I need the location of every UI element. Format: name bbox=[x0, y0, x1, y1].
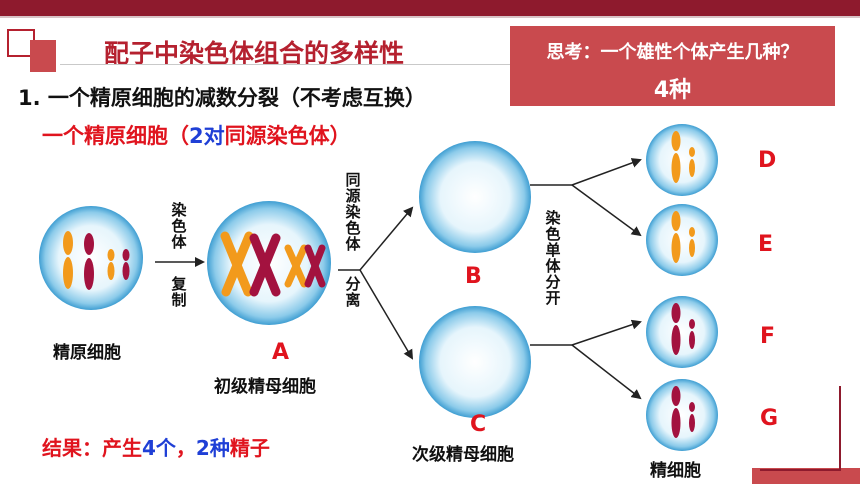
spermatogonium-cell bbox=[39, 206, 143, 310]
sperm-letter-d: D bbox=[758, 148, 777, 173]
replicated-chromosome-long-maroon bbox=[249, 233, 281, 297]
homolog-separation-arrows bbox=[338, 206, 414, 360]
chromosome-short-maroon bbox=[122, 249, 130, 280]
secondary-spermatocyte-b-cell bbox=[419, 141, 531, 253]
result-num1: 4个 bbox=[142, 436, 176, 460]
primary-spermatocyte-cell bbox=[207, 201, 331, 325]
chromosome-long-maroon bbox=[84, 233, 94, 290]
replicate-label-bottom: 复制 bbox=[171, 275, 187, 309]
subtitle-num: 2对 bbox=[189, 124, 225, 148]
sperm-label: 精细胞 bbox=[650, 461, 701, 481]
sperm-cell-g bbox=[646, 379, 718, 451]
sperm-cell-e bbox=[646, 204, 718, 276]
replicated-chromosome-long-orange bbox=[220, 231, 254, 297]
sister-separation-arrows-c bbox=[530, 319, 642, 400]
question-text: 思考：一个雄性个体产生几种？ bbox=[546, 42, 799, 63]
sperm-letter-f: F bbox=[760, 324, 776, 349]
subtitle-pre: 一个精原细胞（ bbox=[42, 124, 189, 148]
sister-separation-arrows-b bbox=[530, 158, 642, 237]
replicated-chromosome-short-maroon bbox=[304, 244, 326, 288]
homolog-label-bottom: 分离 bbox=[345, 275, 361, 309]
sperm-cell-f bbox=[646, 296, 718, 368]
homolog-label-top: 同源染色体 bbox=[345, 171, 361, 253]
question-box: 思考：一个雄性个体产生几种？ 4种 bbox=[510, 26, 835, 106]
secondary-letter-c: C bbox=[470, 412, 487, 437]
top-bar-divider bbox=[0, 16, 860, 18]
chromosome-short-orange bbox=[107, 249, 115, 280]
secondary-spermatocyte-label: 次级精母细胞 bbox=[412, 445, 514, 465]
title-decor-icon bbox=[7, 29, 56, 72]
secondary-letter-b: B bbox=[465, 264, 482, 289]
replicate-label-top: 染色体 bbox=[171, 201, 187, 251]
corner-decor-icon bbox=[752, 386, 860, 484]
section-heading: 1. 一个精原细胞的减数分裂（不考虑互换） bbox=[18, 86, 426, 110]
sperm-letter-g: G bbox=[760, 406, 779, 431]
result-mid: ， bbox=[175, 436, 196, 460]
spermatogonium-label: 精原细胞 bbox=[53, 343, 121, 363]
title-underline bbox=[60, 64, 510, 65]
secondary-spermatocyte-c-cell bbox=[419, 306, 531, 418]
sperm-cell-d bbox=[646, 124, 718, 196]
result-pre: 结果：产生 bbox=[42, 436, 142, 460]
result-text: 结果：产生4个，2种精子 bbox=[42, 432, 270, 461]
result-post: 精子 bbox=[229, 436, 270, 460]
chromosome-long-orange bbox=[63, 231, 73, 289]
sperm-letter-e: E bbox=[758, 232, 774, 257]
replicated-chromosome-short-orange bbox=[284, 244, 308, 288]
section-subtitle: 一个精原细胞（2对同源染色体） bbox=[42, 120, 351, 150]
result-num2: 2种 bbox=[195, 436, 230, 460]
subtitle-post: 同源染色体） bbox=[224, 124, 351, 148]
top-bar bbox=[0, 0, 860, 16]
page-title: 配子中染色体组合的多样性 bbox=[104, 39, 405, 68]
sister-chromatid-label: 染色单体分开 bbox=[545, 209, 561, 307]
primary-spermatocyte-label: 初级精母细胞 bbox=[214, 377, 316, 397]
answer-text: 4种 bbox=[653, 78, 692, 103]
primary-letter-a: A bbox=[272, 340, 290, 365]
